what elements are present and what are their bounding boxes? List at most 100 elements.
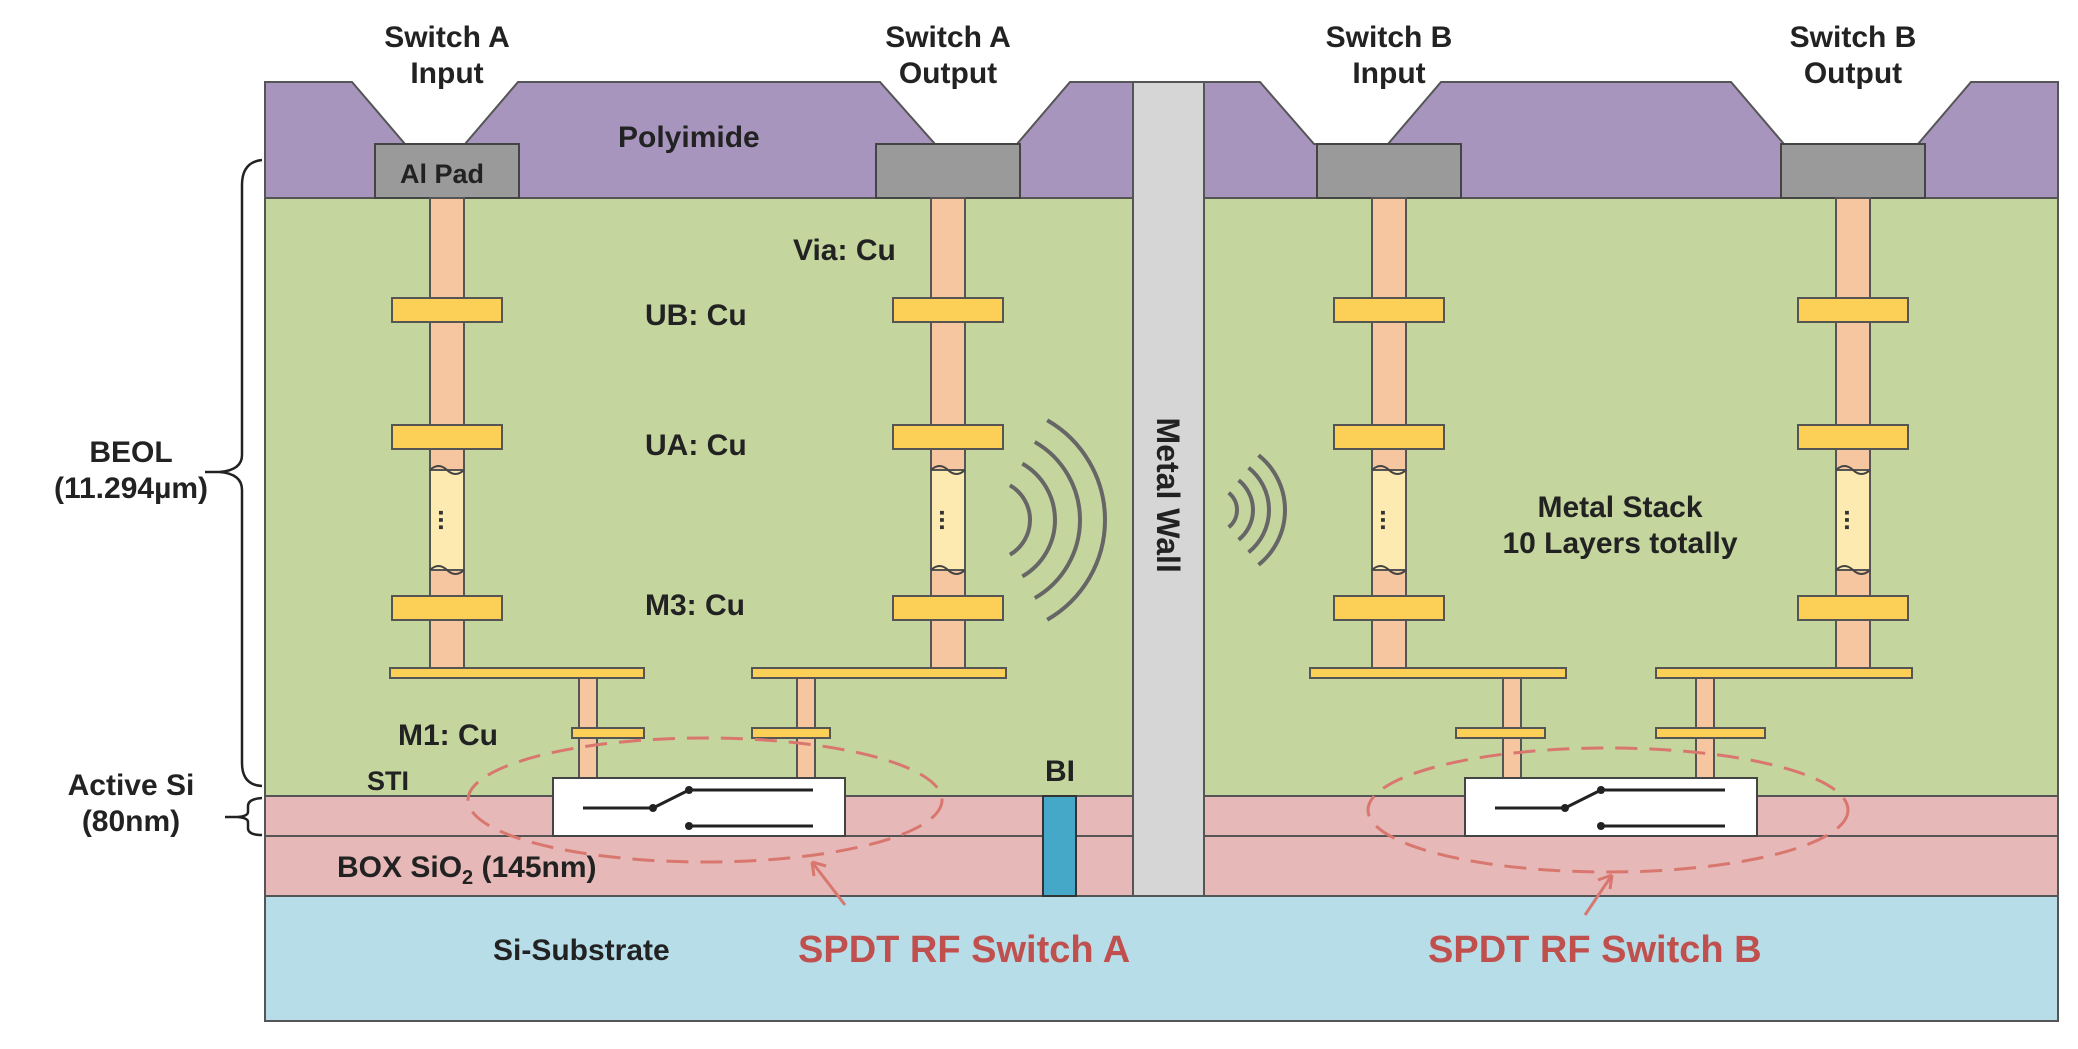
via-column-4: ...: [1655, 143, 1926, 797]
terminal-line1: Switch A: [384, 21, 510, 54]
m3-layer: [892, 595, 1004, 621]
metal-wall-text: Metal Wall: [1150, 417, 1187, 573]
switch-b-node-1: [1561, 804, 1569, 812]
via-break-top: [1835, 465, 1871, 475]
metal-plate: [389, 667, 645, 679]
ua-layer: [1797, 424, 1909, 450]
bi-block: [1042, 795, 1077, 897]
via-break-bottom: [1371, 565, 1407, 575]
box-label-thickness: (145nm): [473, 851, 597, 884]
switch-b-arrow: [1583, 873, 1614, 916]
bi-label: BI: [1045, 755, 1075, 788]
via-column-2: ...: [751, 143, 1021, 797]
sti-label: STI: [367, 766, 410, 796]
terminal-line1: Switch B: [1789, 21, 1917, 54]
terminal-line1: Switch B: [1325, 21, 1453, 54]
via-ellipsis: ...: [934, 509, 964, 531]
switch-a-node-1: [649, 804, 657, 812]
al-pad: [1780, 143, 1926, 199]
emission-wave-3: [1033, 440, 1082, 600]
m3-layer: [1797, 595, 1909, 621]
switch-b-label: SPDT RF Switch B: [1428, 929, 1762, 971]
via-ellipsis: ...: [433, 509, 463, 531]
beol-line2: (11.294µm): [53, 472, 209, 505]
m1-stub: [751, 727, 831, 739]
al-pad: [1316, 143, 1462, 199]
box-label-subscript: 2: [462, 867, 474, 889]
m1-label: M1: Cu: [398, 719, 498, 752]
metal-stack-line1: Metal Stack: [1537, 491, 1703, 524]
coupled-wave-2: [1237, 478, 1255, 542]
m1-stub: [1455, 727, 1546, 739]
metal-stack-line2: 10 Layers totally: [1502, 527, 1738, 560]
polyimide-label: Polyimide: [618, 121, 760, 154]
coupled-wave-4: [1257, 453, 1287, 567]
beol-line1: BEOL: [89, 436, 173, 469]
ub-layer: [1797, 297, 1909, 323]
via-break-top: [930, 465, 966, 475]
m3-layer: [391, 595, 503, 621]
switch-a-arrow: [810, 860, 847, 906]
switch-a-node-3: [685, 822, 693, 830]
terminal-label-switch-a-input: Switch A Input: [384, 20, 510, 92]
ua-layer: [1333, 424, 1445, 450]
ub-layer: [892, 297, 1004, 323]
via-ellipsis: ...: [1375, 509, 1405, 531]
ua-label: UA: Cu: [645, 429, 747, 462]
via-break-bottom: [930, 565, 966, 575]
switch-b-node-2: [1597, 786, 1605, 794]
m3-label: M3: Cu: [645, 589, 745, 622]
switch-a-node-2: [685, 786, 693, 794]
via-ellipsis-region: [1835, 469, 1871, 571]
emission-wave-4: [1046, 418, 1107, 622]
switch-b-highlight: [1366, 746, 1850, 874]
metal-plate: [1309, 667, 1567, 679]
terminal-line2: Input: [1352, 57, 1426, 90]
switch-a-box: [552, 777, 846, 837]
switch-b-node-3: [1597, 822, 1605, 830]
metal-wall: [1132, 81, 1205, 897]
via-break-top: [429, 465, 465, 475]
coupled-wave-3: [1247, 466, 1272, 554]
metal-plate: [751, 667, 1007, 679]
metal-plate: [1655, 667, 1913, 679]
ub-layer: [391, 297, 503, 323]
box-label: BOX SiO2 (145nm): [337, 850, 597, 890]
switch-a-highlight: [466, 736, 944, 864]
active-si-line1: Active Si: [67, 769, 195, 802]
switch-b-switch-arm: [1564, 788, 1602, 810]
terminal-line2: Output: [898, 57, 998, 90]
m1-stub: [1655, 727, 1766, 739]
via-break-bottom: [429, 565, 465, 575]
active-si-bracket: [237, 796, 263, 837]
emission-wave-1: [1008, 483, 1032, 557]
box-label-text: BOX SiO: [337, 851, 463, 884]
active-si-label: Active Si (80nm): [68, 768, 195, 840]
via-break-bottom: [1835, 565, 1871, 575]
m3-layer: [1333, 595, 1445, 621]
terminal-label-switch-b-input: Switch B Input: [1326, 20, 1453, 92]
ub-layer: [1333, 297, 1445, 323]
m1-stub: [571, 727, 645, 739]
terminal-label-switch-b-output: Switch B Output: [1790, 20, 1917, 92]
terminal-label-switch-a-output: Switch A Output: [885, 20, 1011, 92]
ua-layer: [892, 424, 1004, 450]
metal-stack-label: Metal Stack 10 Layers totally: [1502, 490, 1737, 562]
switch-a-label: SPDT RF Switch A: [798, 929, 1131, 971]
via-ellipsis: ...: [1839, 509, 1869, 531]
switch-a-switch-arm: [652, 788, 690, 810]
emission-wave-2: [1021, 461, 1057, 579]
active-si-line2: (80nm): [81, 805, 181, 838]
terminal-line2: Output: [1803, 57, 1903, 90]
via-label: Via: Cu: [793, 234, 896, 267]
terminal-line2: Input: [410, 57, 484, 90]
terminal-line1: Switch A: [885, 21, 1011, 54]
switch-b-box: [1464, 777, 1758, 837]
ub-label: UB: Cu: [645, 299, 747, 332]
beol-bracket: [219, 158, 263, 788]
coupled-wave-1: [1227, 491, 1239, 529]
via-column-3: ...: [1309, 143, 1567, 797]
al-pad: [875, 143, 1021, 199]
